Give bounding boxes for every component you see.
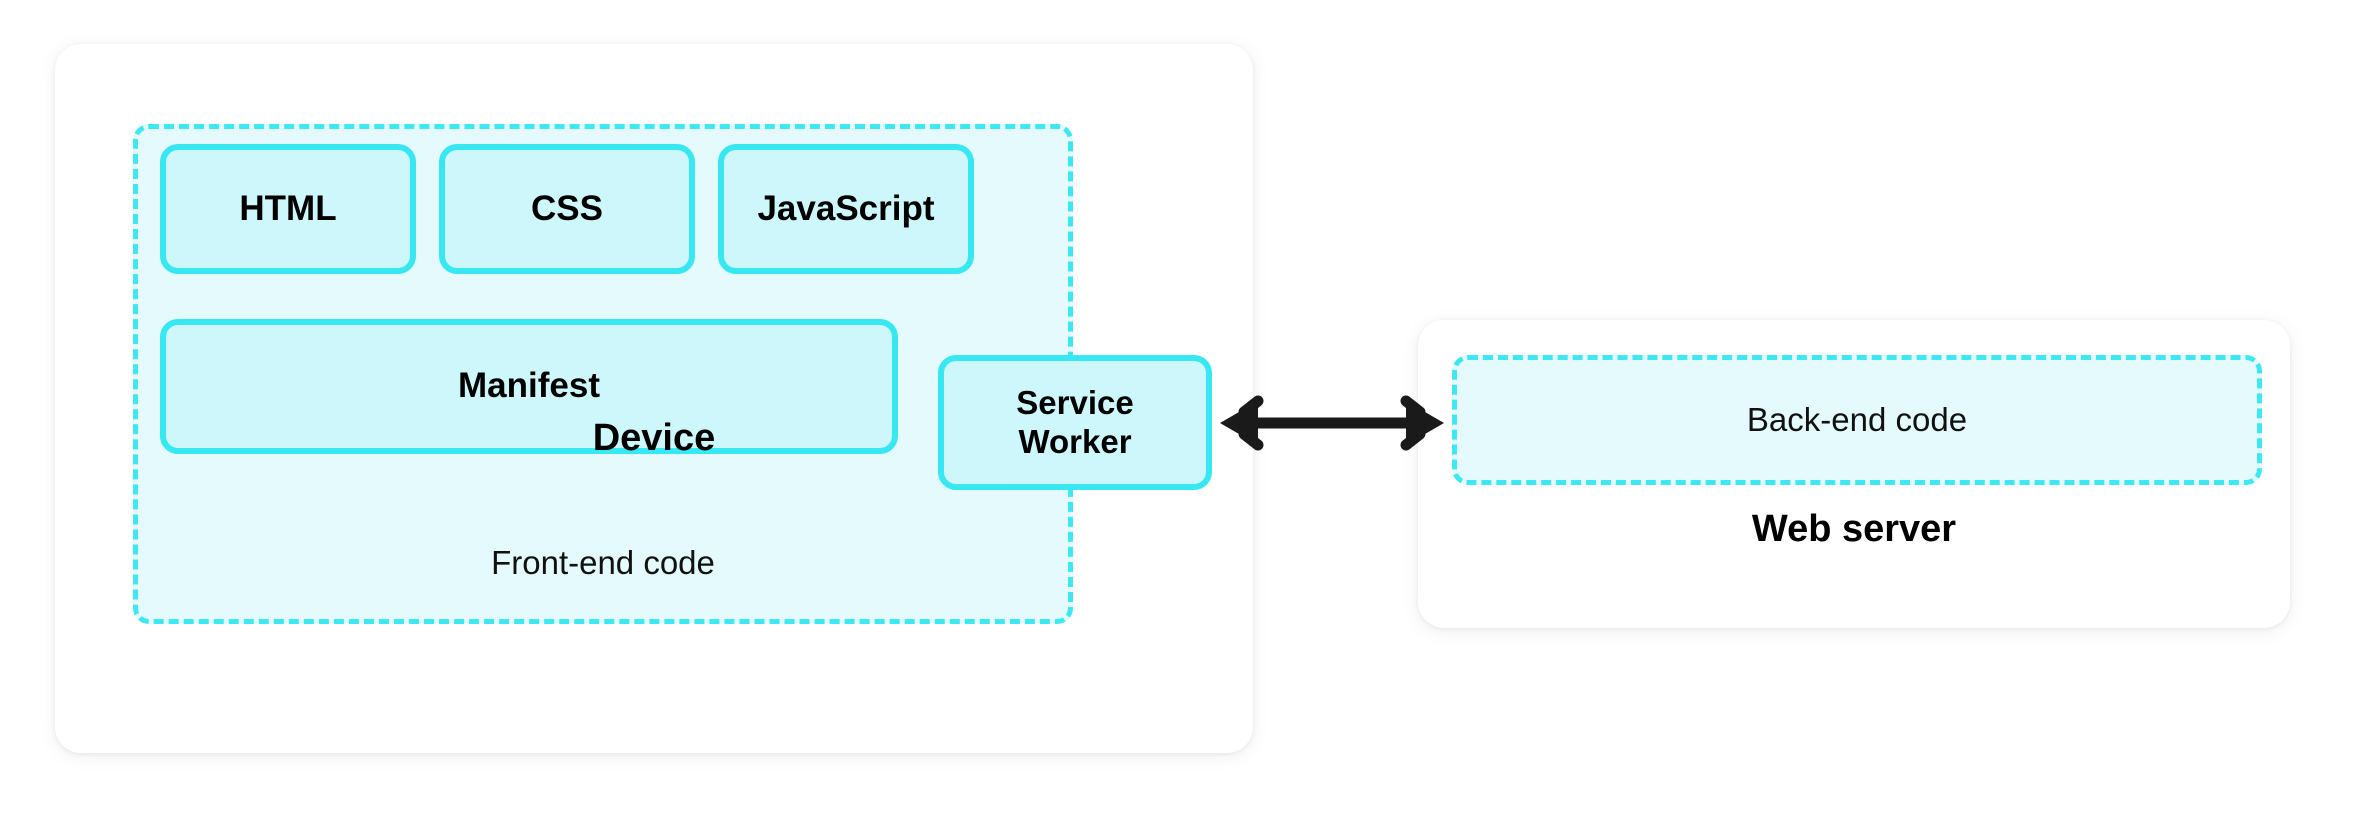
web-server-card: Back-end code Web server [1418,320,2290,628]
frontend-box-css-label: CSS [531,188,603,228]
frontend-box-manifest: Manifest [160,319,898,454]
service-worker-label-line1: Service [1016,384,1134,422]
frontend-box-manifest-label: Manifest [458,366,600,406]
frontend-box-css: CSS [439,144,695,274]
frontend-box-javascript: JavaScript [718,144,974,274]
frontend-code-caption: Front-end code [491,544,715,581]
service-worker-label: Service Worker [1016,384,1133,461]
frontend-box-javascript-label: JavaScript [757,188,935,228]
frontend-box-html: HTML [160,144,416,274]
frontend-box-html-label: HTML [239,188,337,228]
backend-code-region: Back-end code [1452,355,2262,485]
service-worker-label-line2: Worker [1018,422,1132,460]
web-server-caption: Web server [1751,508,1957,550]
device-caption: Device [592,417,716,459]
backend-code-label: Back-end code [1746,401,1968,438]
service-worker-box: Service Worker [938,355,1212,490]
bidirectional-arrow-icon [1220,395,1444,451]
